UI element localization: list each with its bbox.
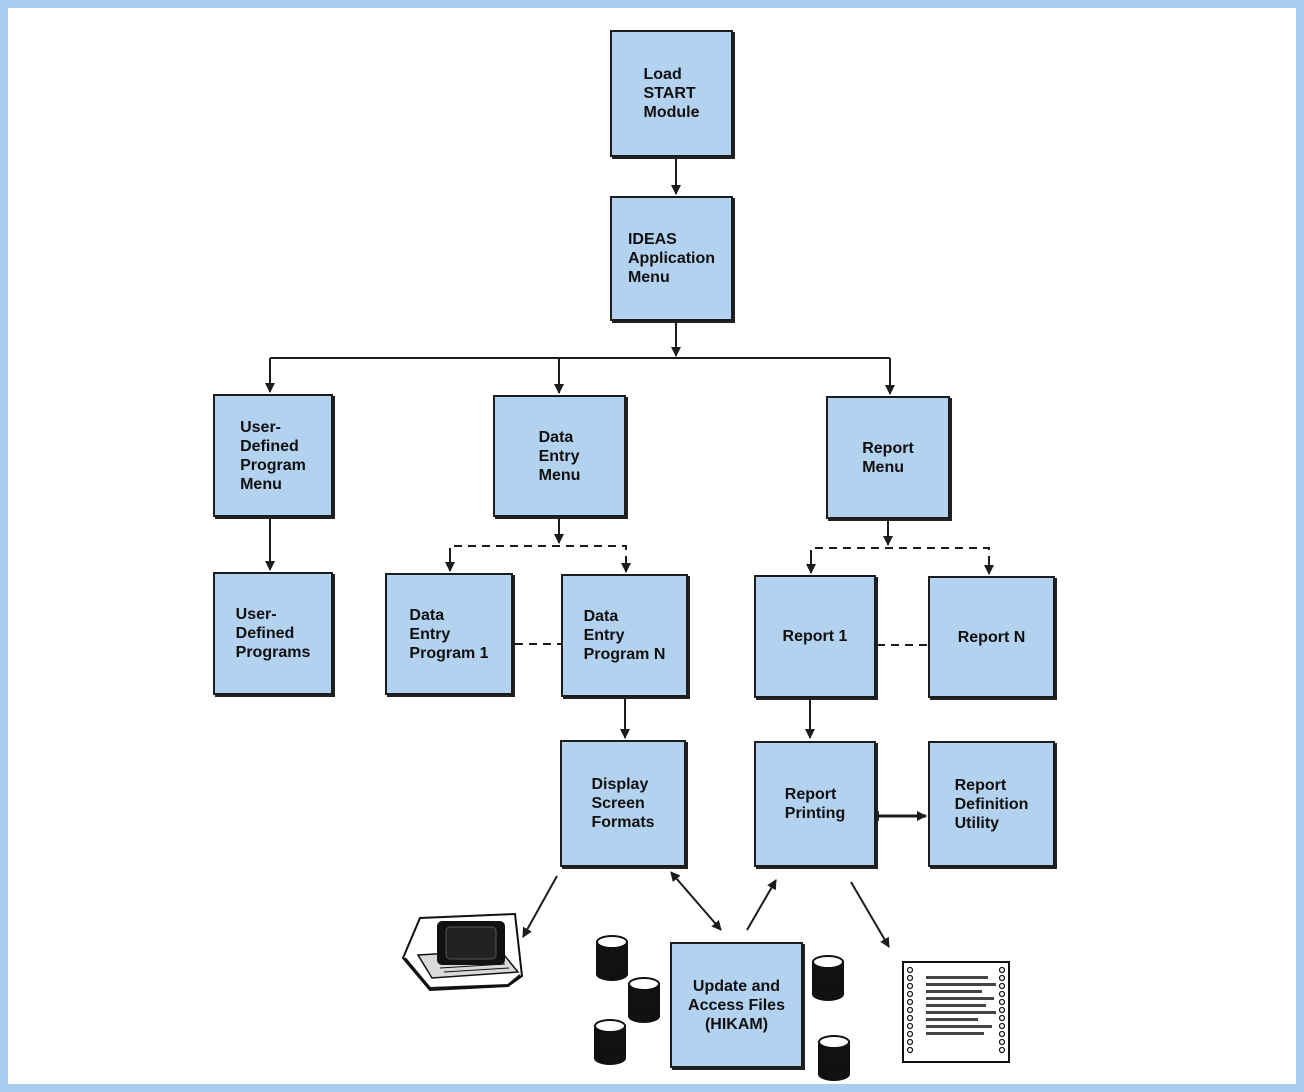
box-report-definition-utility: Report Definition Utility: [928, 741, 1055, 867]
arrow-printing-to-printout: [850, 881, 890, 948]
printout-icon: [902, 961, 1010, 1063]
box-report-menu: Report Menu: [826, 396, 950, 519]
box-report-printing: Report Printing: [754, 741, 876, 867]
box-label: User- Defined Programs: [235, 606, 311, 661]
box-label: Load START Module: [643, 66, 700, 121]
box-data-entry-program-n: Data Entry Program N: [561, 574, 688, 697]
box-label: Data Entry Program 1: [409, 606, 489, 662]
box-label: IDEAS Application Menu: [627, 231, 716, 286]
box-load-start-module: Load START Module: [610, 30, 733, 157]
arrow-display-to-terminal: [522, 875, 558, 938]
dashed-branch-data-entry: [449, 545, 627, 570]
terminal-icon: [401, 912, 524, 992]
box-update-access-files: Update and Access Files (HIKAM): [670, 942, 803, 1068]
box-report-n: Report N: [928, 576, 1055, 698]
box-label: Report Menu: [862, 439, 914, 476]
box-user-defined-programs: User- Defined Programs: [213, 572, 333, 695]
box-label: Report 1: [782, 628, 848, 645]
box-label: Report N: [957, 628, 1026, 646]
box-user-defined-program-menu: User- Defined Program Menu: [213, 394, 333, 517]
box-ideas-application-menu: IDEAS Application Menu: [610, 196, 733, 321]
dashed-branch-report: [810, 547, 990, 573]
box-label: Data Entry Program N: [583, 608, 666, 663]
box-data-entry-program-1: Data Entry Program 1: [385, 573, 513, 695]
arrow-files-to-printing: [746, 879, 777, 931]
box-data-entry-menu: Data Entry Menu: [493, 395, 626, 517]
box-label: Report Definition Utility: [954, 776, 1029, 832]
disk-pack-icon: [594, 935, 850, 1081]
box-report-1: Report 1: [754, 575, 876, 698]
box-display-screen-formats: Display Screen Formats: [560, 740, 686, 867]
box-label: User- Defined Program Menu: [240, 418, 306, 493]
box-label: Report Printing: [784, 786, 846, 822]
box-label: Data Entry Menu: [538, 428, 581, 484]
box-label: Update and Access Files (HIKAM): [688, 977, 785, 1033]
box-label: Display Screen Formats: [591, 776, 655, 831]
arrow-display-update-files: [670, 871, 722, 931]
